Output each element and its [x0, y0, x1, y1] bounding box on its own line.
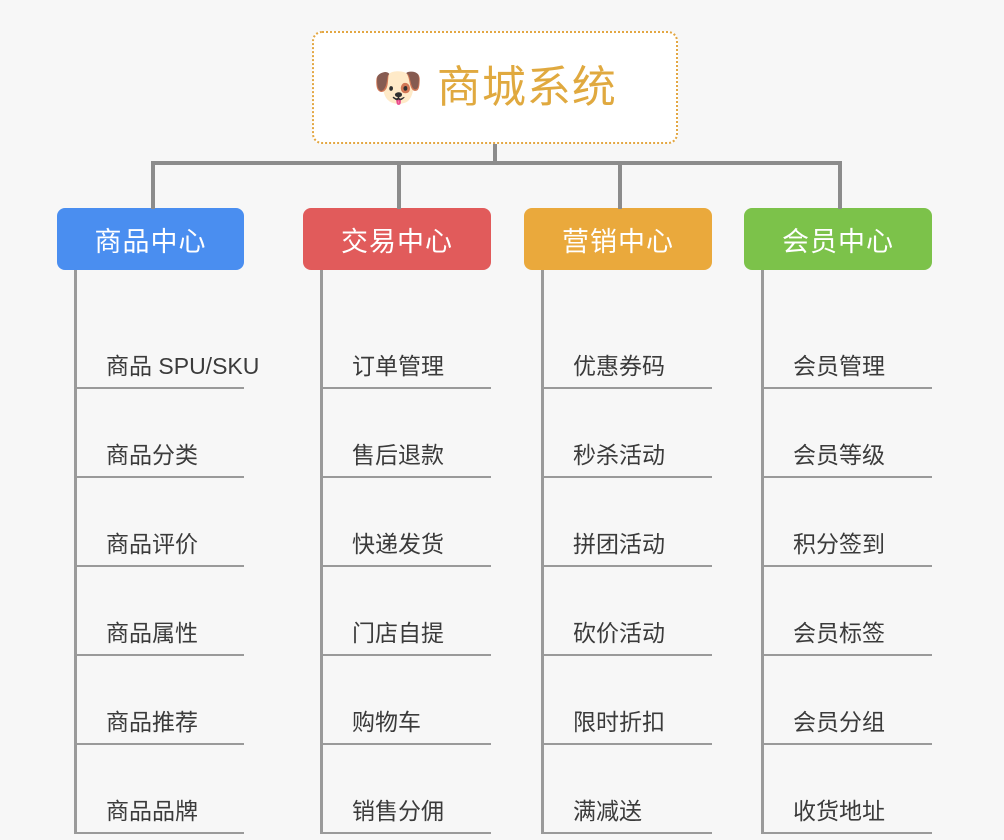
- leaf-item-label: 会员等级: [793, 442, 885, 468]
- leaf-item-label: 会员管理: [793, 353, 885, 379]
- leaf-item[interactable]: 秒杀活动: [544, 389, 712, 478]
- leaf-item-label: 满减送: [573, 798, 642, 824]
- leaf-item[interactable]: 会员分组: [764, 656, 932, 745]
- leaf-item[interactable]: 购物车: [323, 656, 491, 745]
- leaf-item-label: 会员分组: [793, 709, 885, 735]
- leaf-list-product-center: 商品 SPU/SKU 商品分类商品评价商品属性商品推荐商品品牌: [74, 270, 259, 834]
- leaf-item-label: 商品分类: [106, 442, 198, 468]
- leaf-item[interactable]: 商品评价: [77, 478, 244, 567]
- leaf-item-label: 限时折扣: [573, 709, 665, 735]
- leaf-item-label: 秒杀活动: [573, 442, 665, 468]
- column-member-center: 会员中心会员管理会员等级积分签到会员标签会员分组收货地址: [744, 208, 932, 834]
- leaf-list-trade-center: 订单管理售后退款快递发货门店自提购物车销售分佣: [320, 270, 491, 834]
- leaf-item-label: 商品属性: [106, 620, 198, 646]
- leaf-item[interactable]: 会员管理: [764, 300, 932, 389]
- leaf-item[interactable]: 商品 SPU/SKU: [77, 300, 259, 389]
- column-marketing-center: 营销中心优惠券码秒杀活动拼团活动砍价活动限时折扣满减送: [524, 208, 712, 834]
- leaf-item[interactable]: 商品属性: [77, 567, 244, 656]
- leaf-item[interactable]: 商品品牌: [77, 745, 244, 834]
- leaf-item[interactable]: 快递发货: [323, 478, 491, 567]
- leaf-item-label: 商品推荐: [106, 709, 198, 735]
- leaf-item-label: 订单管理: [352, 353, 444, 379]
- column-trade-center: 交易中心订单管理售后退款快递发货门店自提购物车销售分佣: [303, 208, 491, 834]
- leaf-item-label: 商品品牌: [106, 798, 198, 824]
- leaf-item[interactable]: 满减送: [544, 745, 712, 834]
- category-box-marketing-center[interactable]: 营销中心: [524, 208, 712, 270]
- leaf-item[interactable]: 砍价活动: [544, 567, 712, 656]
- leaf-item[interactable]: 商品分类: [77, 389, 244, 478]
- leaf-item-label: 优惠券码: [573, 353, 665, 379]
- root-node-title: 商城系统: [436, 62, 617, 112]
- category-box-member-center[interactable]: 会员中心: [744, 208, 932, 270]
- leaf-item[interactable]: 优惠券码: [544, 300, 712, 389]
- leaf-list-marketing-center: 优惠券码秒杀活动拼团活动砍价活动限时折扣满减送: [541, 270, 712, 834]
- leaf-item[interactable]: 收货地址: [764, 745, 932, 834]
- connector-root-stem: [493, 144, 497, 164]
- leaf-item[interactable]: 售后退款: [323, 389, 491, 478]
- leaf-item-label: 快递发货: [352, 531, 444, 557]
- leaf-item[interactable]: 拼团活动: [544, 478, 712, 567]
- leaf-item-label: 会员标签: [793, 620, 885, 646]
- connector-horizontal-bus: [151, 161, 841, 165]
- root-node-mall-system[interactable]: 🐶 商城系统: [312, 31, 678, 144]
- leaf-item-label: 拼团活动: [573, 531, 665, 557]
- column-product-center: 商品中心商品 SPU/SKU 商品分类商品评价商品属性商品推荐商品品牌: [57, 208, 259, 834]
- leaf-item[interactable]: 销售分佣: [323, 745, 491, 834]
- connector-drop-trade-center: [397, 161, 401, 209]
- connector-drop-member-center: [838, 161, 842, 209]
- leaf-item[interactable]: 会员等级: [764, 389, 932, 478]
- leaf-list-member-center: 会员管理会员等级积分签到会员标签会员分组收货地址: [761, 270, 932, 834]
- leaf-item-label: 收货地址: [793, 798, 885, 824]
- leaf-item-label: 售后退款: [352, 442, 444, 468]
- leaf-item[interactable]: 门店自提: [323, 567, 491, 656]
- connector-drop-product-center: [151, 161, 155, 209]
- leaf-item-label: 商品 SPU/SKU: [106, 353, 260, 379]
- leaf-item[interactable]: 商品推荐: [77, 656, 244, 745]
- leaf-item[interactable]: 积分签到: [764, 478, 932, 567]
- leaf-item-label: 砍价活动: [573, 620, 665, 646]
- dog-face-icon: 🐶: [373, 65, 423, 110]
- connector-drop-marketing-center: [618, 161, 622, 209]
- leaf-item-label: 门店自提: [352, 620, 444, 646]
- leaf-item[interactable]: 限时折扣: [544, 656, 712, 745]
- leaf-item-label: 商品评价: [106, 531, 198, 557]
- leaf-item-label: 购物车: [352, 709, 421, 735]
- leaf-item-label: 积分签到: [793, 531, 885, 557]
- leaf-item[interactable]: 会员标签: [764, 567, 932, 656]
- category-box-trade-center[interactable]: 交易中心: [303, 208, 491, 270]
- category-box-product-center[interactable]: 商品中心: [57, 208, 244, 270]
- leaf-item-label: 销售分佣: [352, 798, 444, 824]
- leaf-item[interactable]: 订单管理: [323, 300, 491, 389]
